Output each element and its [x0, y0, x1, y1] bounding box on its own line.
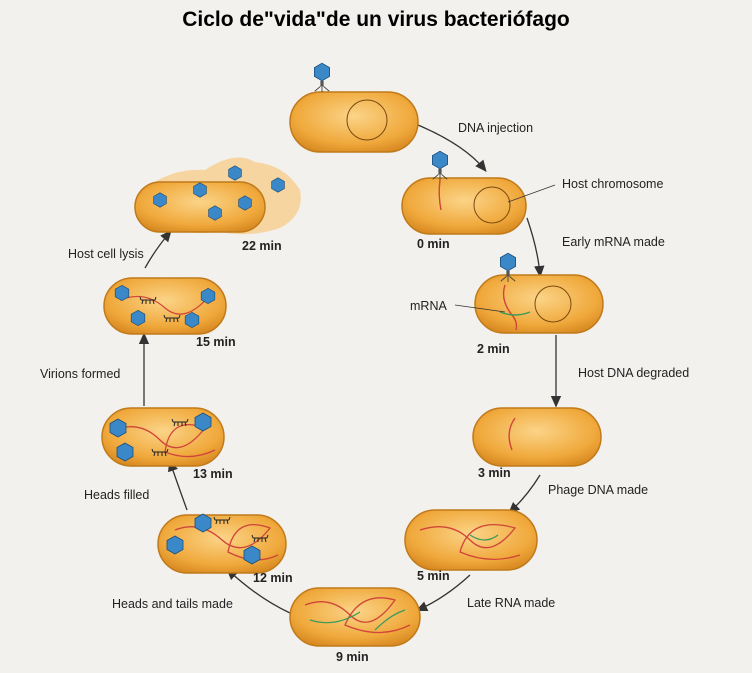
- phage-head-icon: [243, 545, 261, 565]
- host-chromosome-label: Host chromosome: [562, 177, 663, 191]
- time-label-3-min: 3 min: [478, 466, 511, 480]
- arrow-host-cell-lysis: [144, 230, 172, 269]
- host-chromosome-leader: [507, 184, 556, 203]
- arrow-late-rna-made: [415, 574, 471, 612]
- step-label-late-rna-made: Late RNA made: [467, 596, 555, 610]
- cell-13-min: [101, 407, 225, 467]
- phage-head-icon: [109, 418, 127, 438]
- cell-3-min: [472, 407, 602, 467]
- time-label-15-min: 15 min: [196, 335, 236, 349]
- phage-icon: [313, 62, 331, 93]
- phage-head-icon: [271, 177, 285, 193]
- time-label-2-min: 2 min: [477, 342, 510, 356]
- phage-head-icon: [208, 205, 222, 221]
- cell-5-min: [404, 509, 538, 571]
- step-label-virions-formed: Virions formed: [40, 367, 120, 381]
- phage-head-icon: [194, 412, 212, 432]
- cell-initial: [289, 62, 419, 153]
- arrow-phage-dna-made: [508, 474, 541, 514]
- time-label-5-min: 5 min: [417, 569, 450, 583]
- phage-head-icon: [153, 192, 167, 208]
- step-label-heads-tails-made: Heads and tails made: [112, 597, 233, 611]
- phage-head-icon: [194, 513, 212, 533]
- step-label-heads-filled: Heads filled: [84, 488, 149, 502]
- phage-icon: [431, 150, 449, 181]
- step-label-early-mrna: Early mRNA made: [562, 235, 665, 249]
- arrow-early-mrna: [526, 217, 545, 278]
- time-label-12-min: 12 min: [253, 571, 293, 585]
- cell-22-min-lysis: [134, 157, 301, 235]
- cell-9-min: [289, 587, 421, 647]
- step-label-phage-dna-made: Phage DNA made: [548, 483, 648, 497]
- cell-2-min: [474, 252, 604, 334]
- cell-12-min: [157, 513, 287, 574]
- time-label-22-min: 22 min: [242, 239, 282, 253]
- cell-15-min: [103, 277, 227, 335]
- phage-head-icon: [200, 288, 216, 304]
- phage-head-icon: [184, 312, 200, 328]
- arrow-heads-tails-made: [226, 568, 291, 614]
- arrow-injection: [417, 124, 487, 173]
- phage-head-icon: [166, 535, 184, 555]
- time-label-0-min: 0 min: [417, 237, 450, 251]
- arrow-heads-filled: [168, 459, 188, 511]
- time-label-9-min: 9 min: [336, 650, 369, 664]
- mrna-label: mRNA: [410, 299, 447, 313]
- cell-0-min: [401, 150, 527, 235]
- phage-head-icon: [114, 285, 130, 301]
- mrna-leader: [454, 304, 506, 313]
- step-label-dna-injection: DNA injection: [458, 121, 533, 135]
- diagram-title: Ciclo de"vida"de un virus bacteriófago: [182, 8, 570, 31]
- step-label-host-dna-degraded: Host DNA degraded: [578, 366, 689, 380]
- phage-head-icon: [228, 165, 242, 181]
- phage-head-icon: [130, 310, 146, 326]
- time-label-13-min: 13 min: [193, 467, 233, 481]
- phage-head-icon: [193, 182, 207, 198]
- step-label-host-cell-lysis: Host cell lysis: [68, 247, 144, 261]
- phage-head-icon: [116, 442, 134, 462]
- phage-head-icon: [238, 195, 252, 211]
